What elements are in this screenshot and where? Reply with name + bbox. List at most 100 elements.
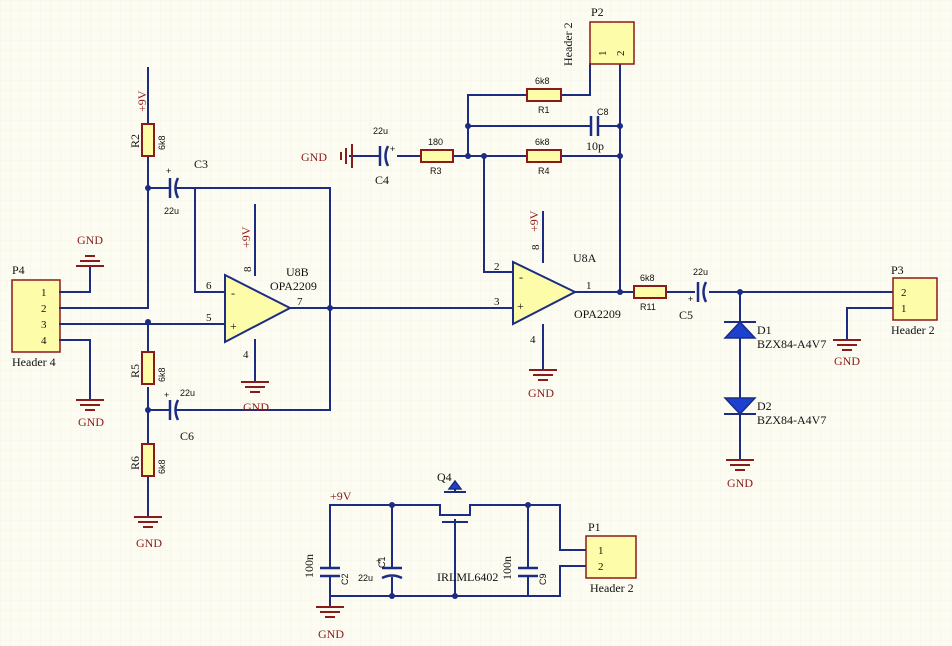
svg-text:+: + bbox=[230, 319, 237, 333]
svg-text:BZX84-A4V7: BZX84-A4V7 bbox=[757, 337, 826, 351]
svg-text:IRLML6402: IRLML6402 bbox=[437, 570, 498, 584]
svg-text:R3: R3 bbox=[430, 166, 442, 176]
header-p2: P2 Header 2 1 2 bbox=[561, 5, 635, 66]
svg-text:22u: 22u bbox=[373, 126, 388, 136]
svg-text:100n: 100n bbox=[500, 556, 514, 580]
svg-text:D2: D2 bbox=[757, 399, 772, 413]
svg-text:U8B: U8B bbox=[286, 265, 309, 279]
gnd-c4: GND bbox=[301, 144, 353, 168]
svg-text:6k8: 6k8 bbox=[157, 367, 167, 382]
svg-text:P4: P4 bbox=[12, 263, 25, 277]
svg-text:GND: GND bbox=[528, 386, 554, 400]
capacitor-c6: + 22u C6 bbox=[164, 388, 195, 443]
svg-text:100n: 100n bbox=[302, 554, 316, 578]
svg-text:P1: P1 bbox=[588, 520, 601, 534]
svg-text:2: 2 bbox=[615, 51, 627, 57]
svg-text:GND: GND bbox=[78, 415, 104, 429]
svg-text:C2: C2 bbox=[340, 573, 350, 585]
svg-text:R1: R1 bbox=[538, 105, 550, 115]
svg-text:4: 4 bbox=[530, 334, 536, 346]
svg-text:22u: 22u bbox=[180, 388, 195, 398]
svg-text:Header 4: Header 4 bbox=[12, 355, 56, 369]
svg-text:180: 180 bbox=[428, 137, 443, 147]
svg-text:5: 5 bbox=[206, 312, 212, 324]
svg-text:R2: R2 bbox=[128, 134, 142, 148]
svg-text:C9: C9 bbox=[538, 573, 548, 585]
capacitor-c4: + 22u C4 bbox=[373, 126, 395, 187]
svg-text:+: + bbox=[164, 390, 169, 400]
svg-text:R5: R5 bbox=[128, 364, 142, 378]
mosfet-q4: Q4 IRLML6402 bbox=[437, 470, 498, 584]
svg-text:D1: D1 bbox=[757, 323, 772, 337]
svg-text:8: 8 bbox=[530, 244, 542, 250]
svg-text:C1: C1 bbox=[377, 556, 387, 568]
svg-text:+: + bbox=[688, 294, 693, 304]
svg-text:Header 2: Header 2 bbox=[590, 581, 634, 595]
svg-text:4: 4 bbox=[243, 349, 249, 361]
svg-text:OPA2209: OPA2209 bbox=[574, 307, 621, 321]
capacitor-c8: C8 10p bbox=[586, 107, 609, 153]
capacitor-c1: + 22u C1 bbox=[358, 556, 403, 583]
svg-text:6k8: 6k8 bbox=[535, 137, 550, 147]
svg-text:1: 1 bbox=[597, 51, 609, 57]
capacitor-c2: 100n C2 bbox=[302, 554, 350, 585]
capacitor-c5: + 22u C5 bbox=[679, 267, 708, 322]
resistor-r1: 6k8 R1 bbox=[526, 76, 562, 115]
svg-text:1: 1 bbox=[41, 287, 47, 299]
svg-text:BZX84-A4V7: BZX84-A4V7 bbox=[757, 413, 826, 427]
svg-text:Q4: Q4 bbox=[437, 470, 452, 484]
diode-d1: D1 BZX84-A4V7 bbox=[723, 320, 826, 351]
svg-text:2: 2 bbox=[494, 261, 500, 273]
gnd-p4-bottom: GND bbox=[76, 399, 104, 429]
opamp-u8b: - + 6 5 7 8 4 U8B OPA2209 +9V bbox=[206, 226, 317, 361]
svg-text:+9V: +9V bbox=[135, 90, 149, 112]
resistor-r11: 6k8 R11 bbox=[633, 273, 667, 312]
svg-text:OPA2209: OPA2209 bbox=[270, 279, 317, 293]
svg-text:6k8: 6k8 bbox=[535, 76, 550, 86]
capacitor-c3: + C3 22u bbox=[164, 157, 208, 216]
gnd-p3: GND bbox=[833, 339, 861, 368]
svg-text:GND: GND bbox=[834, 354, 860, 368]
svg-text:U8A: U8A bbox=[573, 251, 597, 265]
svg-text:+: + bbox=[376, 556, 381, 566]
svg-text:3: 3 bbox=[494, 296, 500, 308]
svg-text:8: 8 bbox=[242, 266, 254, 272]
resistor-r3: 180 R3 bbox=[420, 137, 454, 176]
svg-text:+9V: +9V bbox=[527, 210, 541, 232]
power-vcc-bottom: +9V bbox=[330, 489, 352, 503]
svg-text:+: + bbox=[517, 299, 524, 313]
resistor-r4: 6k8 R4 bbox=[526, 137, 562, 176]
gnd-u8a: GND bbox=[528, 369, 557, 400]
gnd-p4-top: GND bbox=[76, 233, 104, 267]
svg-text:C5: C5 bbox=[679, 308, 693, 322]
svg-text:2: 2 bbox=[598, 561, 604, 573]
svg-text:6k8: 6k8 bbox=[157, 135, 167, 150]
svg-text:10p: 10p bbox=[586, 139, 604, 153]
svg-text:22u: 22u bbox=[693, 267, 708, 277]
svg-text:-: - bbox=[231, 286, 235, 300]
svg-text:22u: 22u bbox=[358, 573, 373, 583]
svg-text:P3: P3 bbox=[891, 263, 904, 277]
svg-text:GND: GND bbox=[301, 150, 327, 164]
svg-text:+: + bbox=[390, 144, 395, 154]
svg-text:R11: R11 bbox=[640, 302, 656, 312]
svg-text:C3: C3 bbox=[194, 157, 208, 171]
gnd-d2: GND bbox=[726, 459, 754, 490]
svg-text:4: 4 bbox=[41, 335, 47, 347]
svg-text:C8: C8 bbox=[597, 107, 609, 117]
svg-text:GND: GND bbox=[77, 233, 103, 247]
resistor-r5: 6k8 R5 bbox=[128, 351, 167, 385]
svg-text:+9V: +9V bbox=[239, 226, 253, 248]
svg-text:7: 7 bbox=[297, 296, 303, 308]
svg-text:C4: C4 bbox=[375, 173, 389, 187]
svg-text:+: + bbox=[166, 166, 171, 176]
svg-text:Header 2: Header 2 bbox=[891, 323, 935, 337]
header-p4: P4 Header 4 1 2 3 4 bbox=[11, 263, 61, 369]
svg-text:3: 3 bbox=[41, 319, 47, 331]
svg-text:6: 6 bbox=[206, 280, 212, 292]
power-vcc-r2: +9V bbox=[135, 90, 149, 112]
svg-text:GND: GND bbox=[727, 476, 753, 490]
svg-text:GND: GND bbox=[318, 627, 344, 641]
svg-text:22u: 22u bbox=[164, 206, 179, 216]
